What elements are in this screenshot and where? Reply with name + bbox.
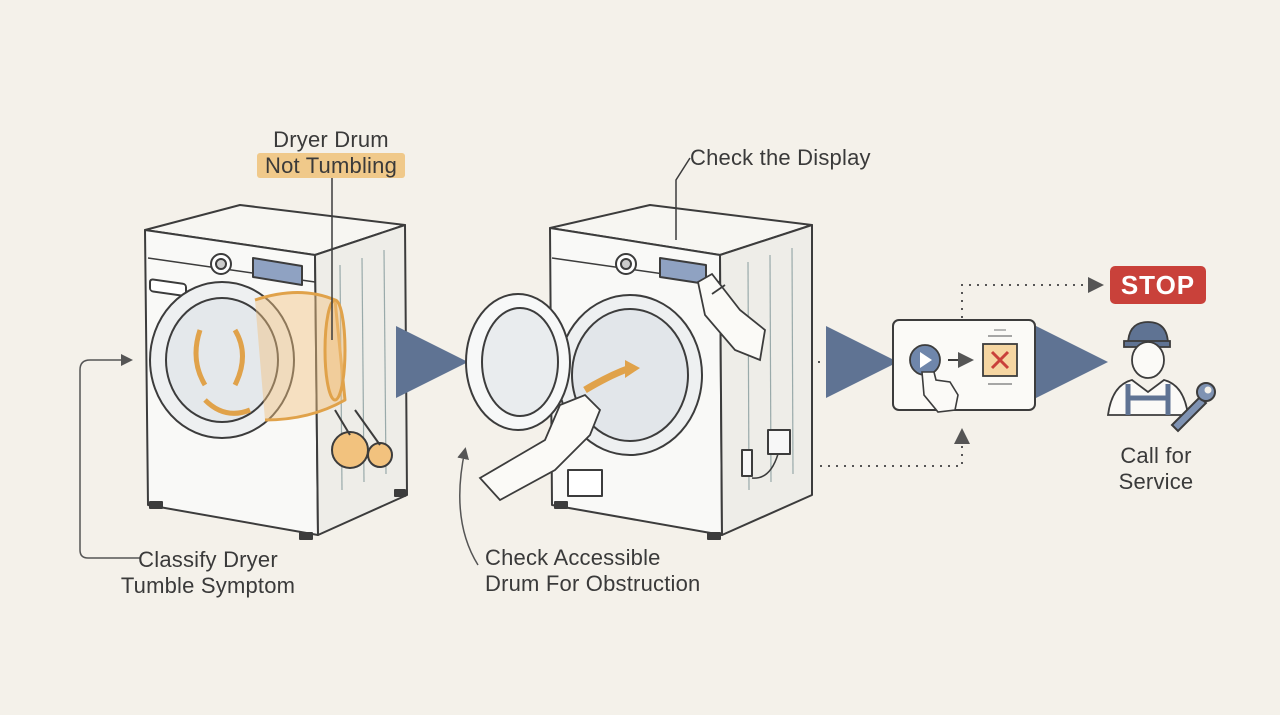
hand-icon [696, 272, 766, 362]
service-line2: Service [1118, 469, 1194, 494]
symptom-highlight: Not Tumbling [256, 153, 405, 178]
display-panel [892, 319, 1036, 413]
dotted-path-upper [961, 277, 1104, 318]
pointing-finger-icon [921, 371, 959, 413]
display-label: Check the Display [690, 145, 871, 170]
classify-label: Classify Dryer Tumble Symptom [108, 547, 308, 599]
drum-check-arrow [457, 447, 479, 566]
technician-icon [1106, 321, 1190, 416]
stop-badge: STOP [1110, 266, 1206, 304]
dotted-path-lower [820, 428, 970, 467]
symptom-title: Dryer Drum Not Tumbling [248, 127, 414, 179]
classify-bracket-arrow [79, 354, 140, 559]
drum-check-line2: Drum For Obstruction [485, 571, 701, 596]
classify-line2: Tumble Symptom [120, 573, 296, 598]
washer-machine-icon [144, 204, 408, 540]
display-callout [675, 157, 691, 240]
service-label: Call for Service [1096, 443, 1216, 495]
symptom-title-line1: Dryer Drum [273, 127, 389, 152]
service-line1: Call for [1120, 443, 1192, 468]
drum-check-line1: Check Accessible [485, 545, 661, 570]
drum-check-label: Check Accessible Drum For Obstruction [485, 545, 701, 597]
symptom-title-line2: Not Tumbling [248, 153, 414, 179]
washer-machine-open-icon [465, 204, 813, 540]
reaching-hand-icon [478, 393, 602, 502]
classify-line1: Classify Dryer [138, 547, 278, 572]
wrench-icon [1170, 382, 1216, 433]
